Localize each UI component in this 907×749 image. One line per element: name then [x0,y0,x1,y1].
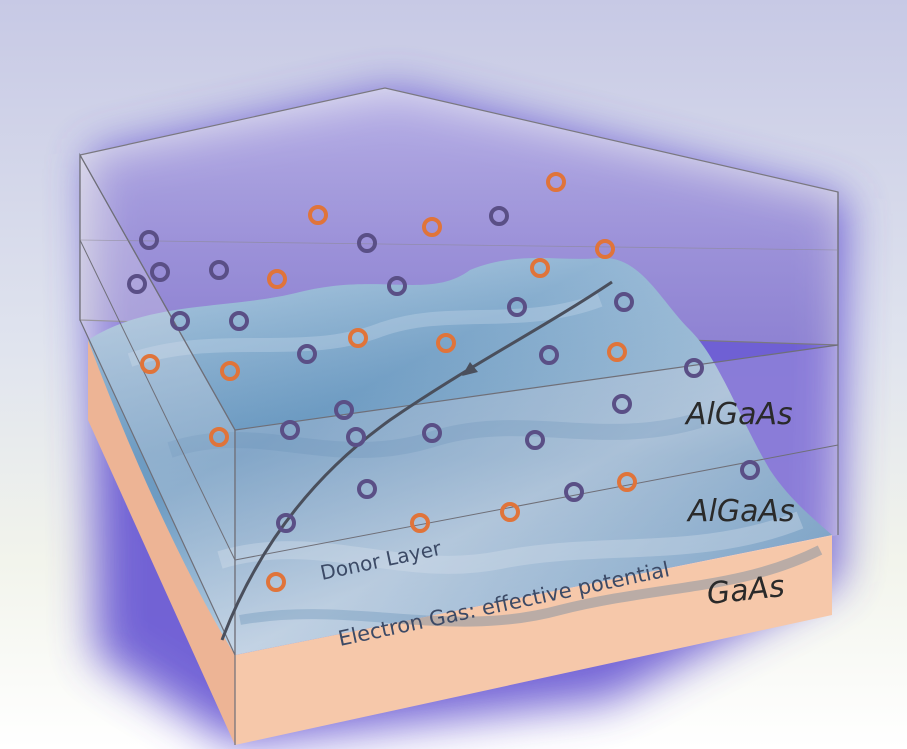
box-edge [79,154,236,431]
neutral-donor-icon [229,311,249,331]
neutral-donor-icon [740,460,760,480]
ionized-donor-icon [617,472,637,492]
neutral-donor-icon [684,358,704,378]
neutral-donor-icon [539,345,559,365]
layer-boundary [79,239,236,561]
ionized-donor-icon [267,269,287,289]
neutral-donor-icon [150,262,170,282]
surface-ripple [127,293,603,367]
ionized-donor-icon [436,333,456,353]
neutral-donor-icon [276,513,296,533]
substrate-gaas-side [235,535,832,745]
neutral-donor-icon [614,292,634,312]
neutral-donor-icon [525,430,545,450]
neutral-donor-icon [357,233,377,253]
donor-atoms [127,172,760,592]
neutral-donor-icon [297,344,317,364]
ionized-donor-icon [266,572,286,592]
lower-layer-label: AlGaAs [686,494,795,529]
layer-boundary [79,239,839,251]
neutral-donor-icon [334,400,354,420]
ionized-donor-icon [209,427,229,447]
ionized-donor-icon [140,354,160,374]
neutral-donor-icon [357,479,377,499]
ionized-donor-icon [410,513,430,533]
box-edge [234,344,839,431]
ionized-donor-icon [220,361,240,381]
surface-ripple [217,511,804,574]
substrate-gaas-front [88,340,235,745]
neutral-donor-icon [127,274,147,294]
neutral-donor-icon [139,230,159,250]
ionized-donor-icon [530,258,550,278]
neutral-donor-icon [612,394,632,414]
ionized-donor-icon [500,502,520,522]
potential-surface-shade [88,257,832,655]
ionized-donor-icon [546,172,566,192]
neutral-donor-icon [346,427,366,447]
upper-layer-label: AlGaAs [684,397,793,432]
neutral-donor-icon [170,311,190,331]
ionized-donor-icon [595,239,615,259]
neutral-donor-icon [280,420,300,440]
surface-ripple [239,545,823,627]
ionized-donor-icon [422,217,442,237]
trajectory-arrow-icon [462,362,478,376]
neutral-donor-icon [507,297,527,317]
electron-trajectory [220,280,613,641]
ionized-donor-icon [607,342,627,362]
ionized-donor-icon [348,328,368,348]
neutral-donor-icon [489,206,509,226]
ionized-donor-icon [308,205,328,225]
neutral-donor-icon [387,276,407,296]
neutral-donor-icon [422,423,442,443]
neutral-donor-icon [564,482,584,502]
neutral-donor-icon [209,260,229,280]
substrate-label: GaAs [705,569,786,612]
layer-boundary [234,444,839,561]
